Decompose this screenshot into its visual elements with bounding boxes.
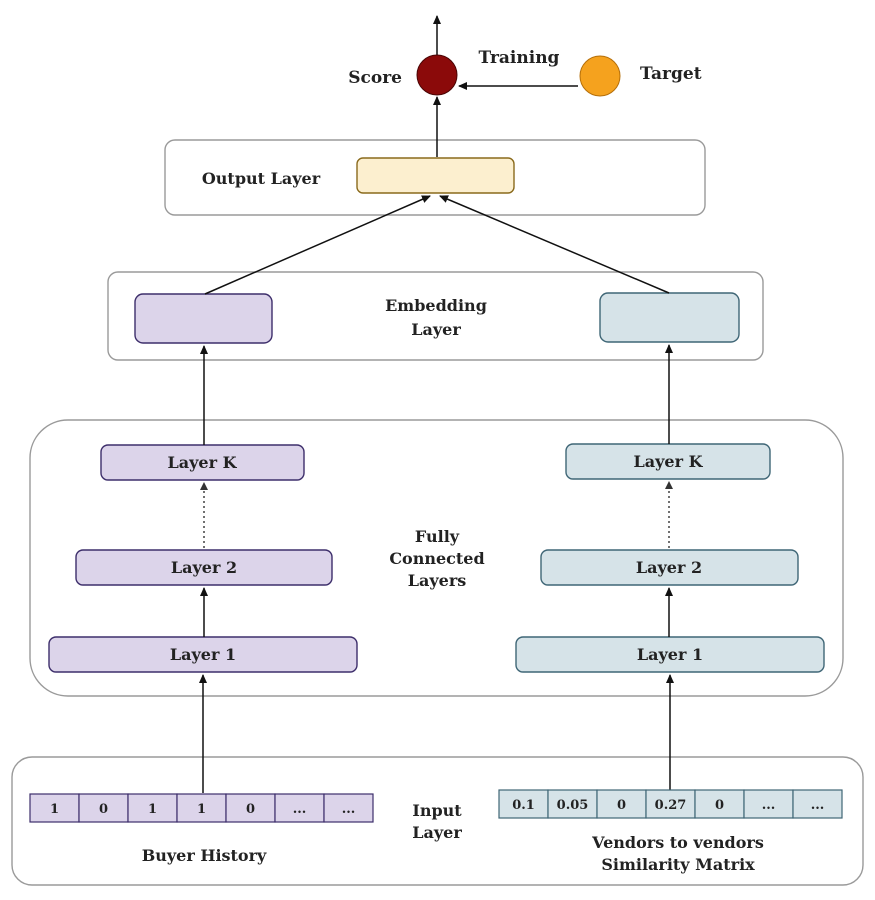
embedding-layer-label-line2: Layer [411, 320, 461, 339]
score-node [416, 54, 458, 96]
buyer-history-cell-value-3: 1 [148, 802, 157, 817]
buyer-history-cell-2 [78, 793, 129, 823]
vendor-embedding-node [599, 292, 740, 343]
buyer-layer-2-label: Layer 2 [171, 558, 237, 577]
vendor-layer-2-label: Layer 2 [636, 558, 702, 577]
similarity-matrix-cell-value-4: 0.27 [655, 798, 687, 813]
vendor-layer-2-node [540, 549, 799, 586]
vendor-embedding-to-output-arrow [439, 195, 670, 294]
vendor-layer-1-label: Layer 1 [637, 645, 703, 664]
buyer-history-cell-value-5: 0 [246, 802, 255, 817]
similarity-matrix-cell-2 [547, 789, 598, 819]
similarity-matrix-cell-3 [596, 789, 647, 819]
similarity-matrix-cell-value-6: ... [762, 798, 776, 813]
vendor-layer-k-node [565, 443, 771, 480]
buyer-embedding-to-output-arrow [204, 195, 431, 295]
buyer-layer-1-node [48, 636, 358, 673]
vendor-layer-1-node [515, 636, 825, 673]
training-label: Training [479, 48, 560, 68]
fc-layers-label-line3: Layers [408, 571, 467, 590]
buyer-history-cell-6 [274, 793, 325, 823]
similarity-caption-line1: Vendors to vendors [591, 833, 764, 852]
similarity-matrix-cell-value-5: 0 [715, 798, 724, 813]
vendor-layer-k-label: Layer K [634, 452, 704, 471]
buyer-history-cell-value-4: 1 [197, 802, 206, 817]
input-layer-panel [11, 756, 864, 886]
similarity-matrix-cell-value-7: ... [811, 798, 825, 813]
similarity-matrix-cell-6 [743, 789, 794, 819]
buyer-history-cell-7 [323, 793, 374, 823]
buyer-history-cell-value-1: 1 [50, 802, 59, 817]
buyer-layer-k-dotted-arrowhead [200, 482, 208, 490]
output-layer-label: Output Layer [202, 169, 321, 188]
buyer-embedding-node [134, 293, 273, 344]
output-node [356, 157, 515, 194]
fc-layers-label-line1: Fully [415, 527, 460, 546]
score-label: Score [348, 68, 402, 88]
similarity-caption-line2: Similarity Matrix [601, 855, 755, 874]
similarity-matrix-cell-value-3: 0 [617, 798, 626, 813]
similarity-matrix-cell-value-2: 0.05 [557, 798, 589, 813]
target-node [579, 55, 621, 97]
fc-layers-label-line2: Connected [389, 549, 484, 568]
similarity-matrix-cell-4 [645, 789, 696, 819]
buyer-history-cell-4 [176, 793, 227, 823]
buyer-layer-1-label: Layer 1 [170, 645, 236, 664]
similarity-matrix-cell-7 [792, 789, 843, 819]
buyer-history-caption: Buyer History [142, 846, 267, 865]
embedding-layer-label-line1: Embedding [385, 296, 487, 315]
buyer-history-cell-value-6: ... [293, 802, 307, 817]
similarity-matrix-cell-value-1: 0.1 [512, 798, 535, 813]
buyer-history-cell-value-7: ... [342, 802, 356, 817]
target-label: Target [640, 64, 702, 84]
fully-connected-layers-panel [29, 419, 844, 697]
vendor-layer-k-dotted-arrowhead [665, 481, 673, 489]
similarity-matrix-vector: 0.1 0.05 0 0.27 0...... [498, 789, 843, 819]
input-layer-label-line2: Layer [412, 823, 462, 842]
input-layer-label-line1: Input [412, 801, 462, 820]
buyer-history-cell-value-2: 0 [99, 802, 108, 817]
buyer-layer-k-node [100, 444, 305, 481]
buyer-layer-k-label: Layer K [168, 453, 238, 472]
similarity-matrix-cell-5 [694, 789, 745, 819]
buyer-layer-2-node [75, 549, 333, 586]
buyer-history-vector: 1 0 1 1 0...... [29, 793, 374, 823]
